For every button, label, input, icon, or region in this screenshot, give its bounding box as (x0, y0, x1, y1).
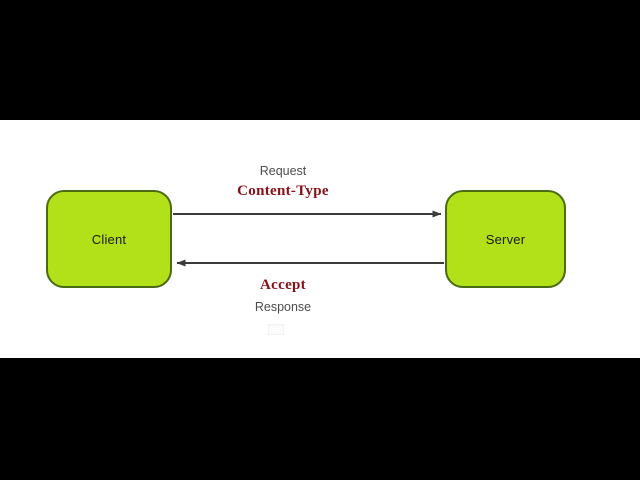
diagram-canvas: Client Server Request Content-Type Accep… (0, 120, 640, 358)
request-caption-label: Request (259, 164, 307, 178)
accept-header-label: Accept (260, 277, 306, 293)
letterbox-bar-bottom (0, 358, 640, 480)
scan-artifact (268, 324, 284, 335)
node-client[interactable]: Client (46, 190, 172, 288)
letterbox-bar-top (0, 0, 640, 120)
response-caption-label: Response (254, 300, 312, 314)
content-type-header-label: Content-Type (237, 183, 329, 199)
node-server[interactable]: Server (445, 190, 566, 288)
node-client-label: Client (91, 231, 127, 247)
node-server-label: Server (485, 231, 526, 247)
